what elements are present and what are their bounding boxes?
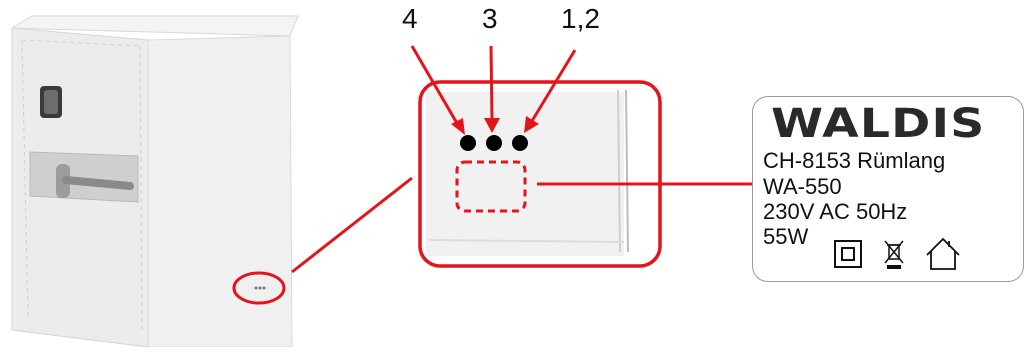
label-area-dashed-box xyxy=(455,160,527,213)
safe-handle xyxy=(62,176,134,190)
model-text: WA-550 xyxy=(763,174,842,199)
power-text: 55W xyxy=(763,224,809,249)
indoor-use-house-icon xyxy=(926,237,960,270)
safe-cabinet xyxy=(10,15,299,348)
label-symbols xyxy=(834,237,960,270)
led-location-circle xyxy=(232,271,286,305)
weee-crossed-bin-icon xyxy=(884,240,904,269)
led-4 xyxy=(460,135,476,151)
address-text: CH-8153 Rümlang xyxy=(763,148,946,173)
rating-label: WALDIS CH-8153 Rümlang WA-550 230V AC 50… xyxy=(752,96,1024,282)
brand-logo: WALDIS xyxy=(771,101,986,147)
callout-arrows xyxy=(410,45,577,135)
double-insulation-icon xyxy=(834,240,862,268)
arrow-1-2 xyxy=(530,49,577,122)
callout-number-4: 4 xyxy=(402,3,418,34)
led-3 xyxy=(486,135,502,151)
arrow-4 xyxy=(410,45,460,126)
arrow-3 xyxy=(489,45,494,121)
callout-number-3: 3 xyxy=(482,3,498,34)
voltage-text: 230V AC 50Hz xyxy=(763,199,908,224)
zoom-connector-line xyxy=(291,176,413,274)
led-1-2 xyxy=(512,135,528,151)
callout-number-1-2: 1,2 xyxy=(561,3,600,34)
handle-plate xyxy=(29,151,139,203)
zoom-detail-panel xyxy=(418,80,662,268)
